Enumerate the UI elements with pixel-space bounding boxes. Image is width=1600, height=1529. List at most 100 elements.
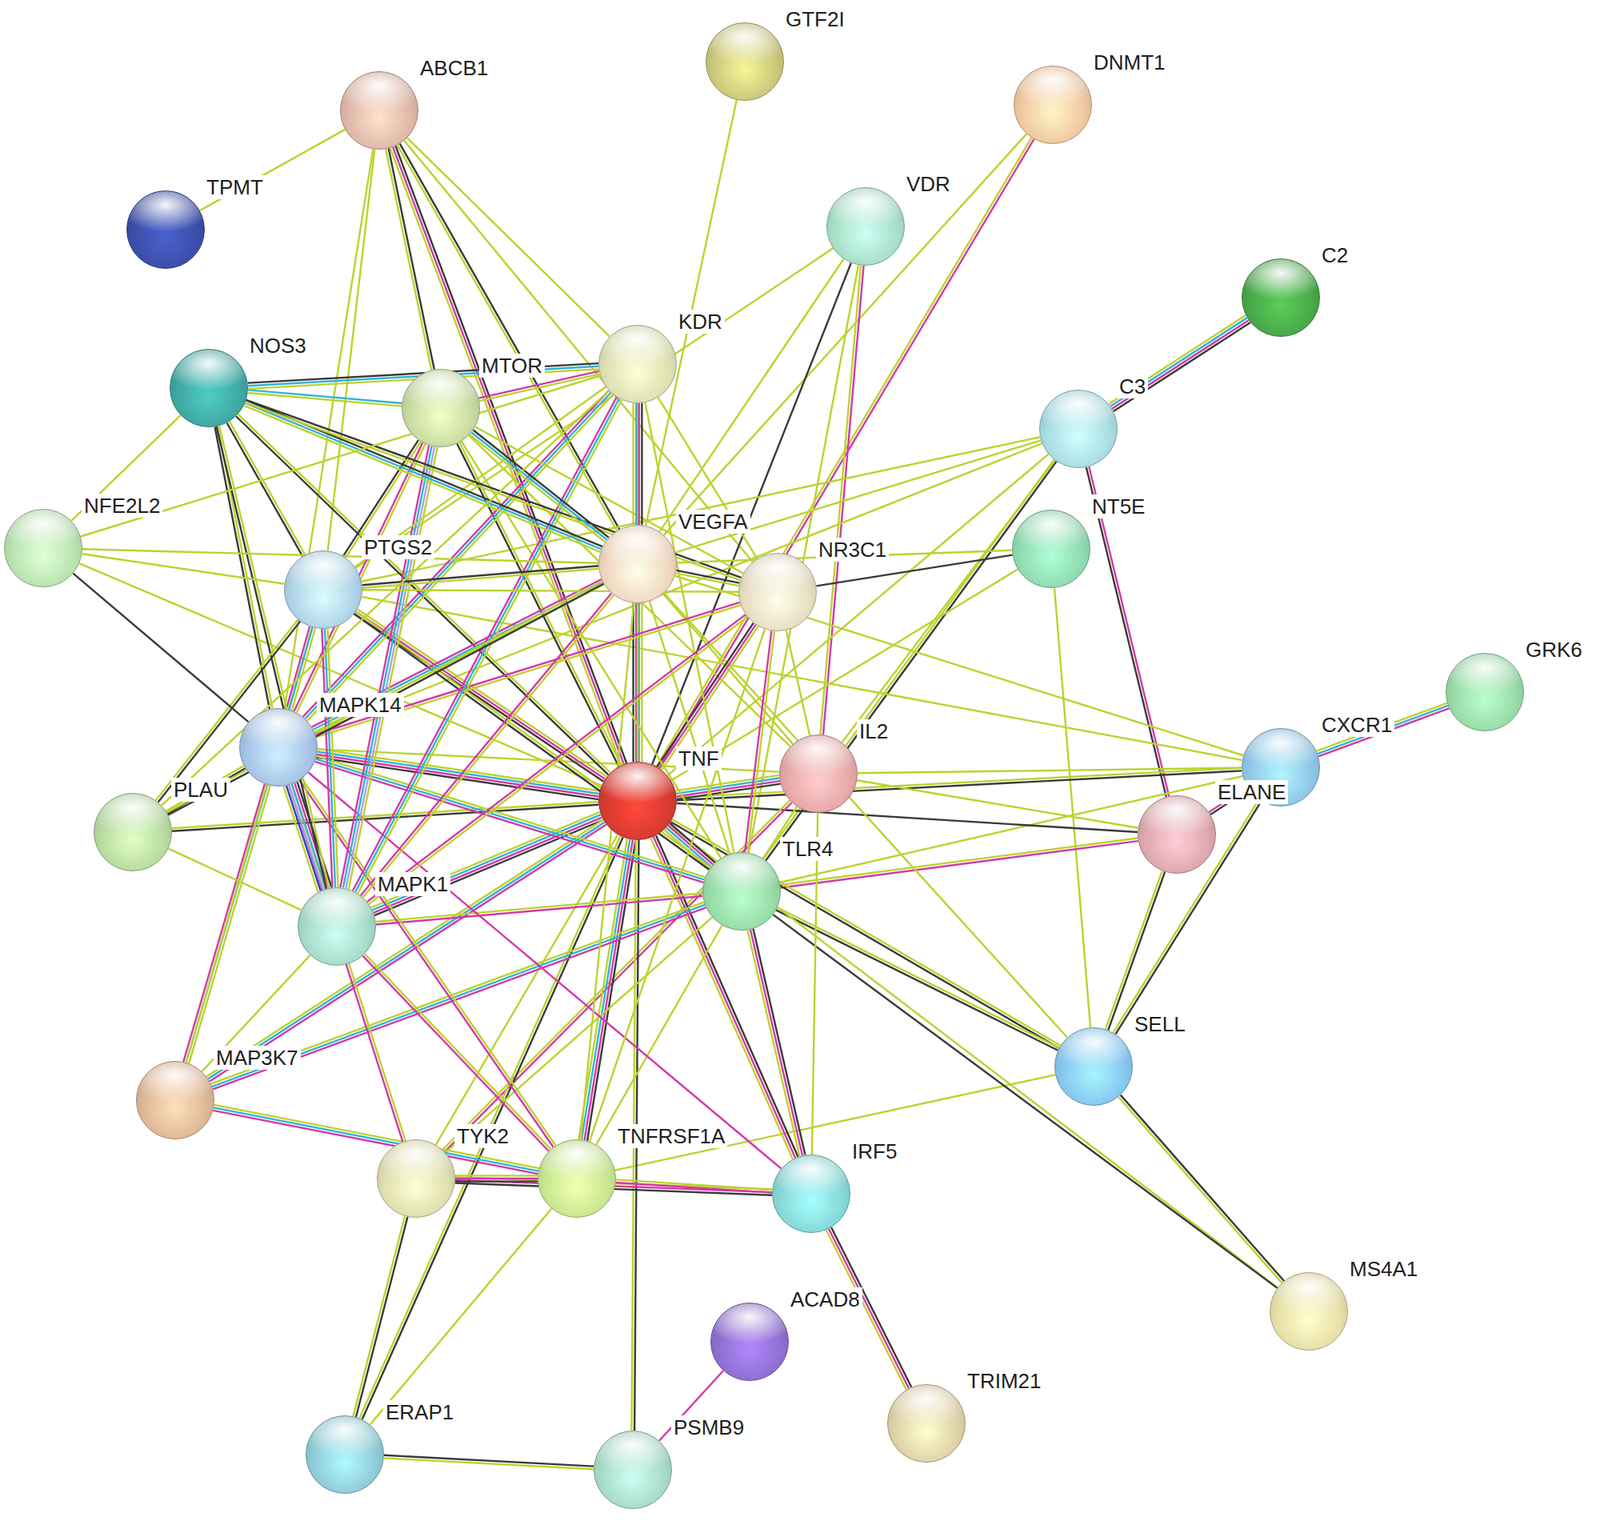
evidence-line xyxy=(653,836,796,1158)
protein-label: GTF2I xyxy=(783,7,848,32)
interaction-edge xyxy=(664,592,1068,1037)
evidence-line xyxy=(748,631,775,853)
protein-label: NOS3 xyxy=(247,333,309,358)
evidence-line xyxy=(765,461,1056,861)
interaction-edge xyxy=(168,848,301,911)
protein-node: VEGFA xyxy=(598,524,677,604)
evidence-line xyxy=(1113,322,1251,412)
interaction-edge xyxy=(469,430,609,543)
evidence-line xyxy=(72,573,248,723)
interaction-edge xyxy=(370,1208,552,1425)
interaction-edge xyxy=(668,824,1278,1288)
evidence-line xyxy=(286,626,310,709)
evidence-line xyxy=(615,1074,1056,1170)
protein-node: TYK2 xyxy=(376,1139,456,1218)
evidence-line xyxy=(1118,1096,1282,1283)
evidence-line xyxy=(308,772,782,1168)
protein-node: ABCB1 xyxy=(340,71,419,150)
interaction-edge xyxy=(776,907,1060,1051)
evidence-line xyxy=(650,837,792,1160)
interaction-edge xyxy=(81,553,284,584)
evidence-line xyxy=(473,430,609,538)
interaction-edge xyxy=(1316,703,1450,757)
interaction-edge xyxy=(580,603,634,1140)
interaction-edge xyxy=(656,623,759,771)
evidence-line xyxy=(772,914,1277,1288)
protein-label: ELANE xyxy=(1215,780,1288,804)
evidence-line xyxy=(667,454,1048,776)
protein-label: TNFRSF1A xyxy=(615,1124,728,1148)
evidence-line xyxy=(201,955,310,1072)
protein-node: NFE2L2 xyxy=(4,508,83,588)
protein-label: TPMT xyxy=(204,175,266,200)
evidence-line xyxy=(362,956,548,1152)
evidence-line xyxy=(248,389,402,404)
interaction-edge xyxy=(675,775,780,800)
evidence-line xyxy=(640,403,643,526)
evidence-line xyxy=(750,929,803,1156)
evidence-line xyxy=(676,572,740,586)
evidence-line xyxy=(362,565,599,585)
interaction-edge xyxy=(371,812,604,916)
evidence-line xyxy=(227,422,304,556)
interaction-edge xyxy=(1108,315,1251,412)
evidence-line xyxy=(668,824,1278,1288)
evidence-line xyxy=(219,425,329,888)
protein-label: C3 xyxy=(1116,374,1148,399)
interaction-edge xyxy=(71,415,181,521)
evidence-line xyxy=(208,822,605,1080)
evidence-line xyxy=(371,812,600,908)
evidence-line xyxy=(229,421,306,556)
evidence-line xyxy=(209,824,607,1082)
protein-label: ERAP1 xyxy=(383,1400,456,1424)
evidence-line xyxy=(367,614,746,902)
protein-label: IRF5 xyxy=(849,1139,900,1164)
interaction-edge xyxy=(676,570,740,586)
evidence-line xyxy=(455,1180,538,1182)
evidence-line xyxy=(645,100,737,526)
evidence-line xyxy=(376,892,703,922)
evidence-line xyxy=(356,1216,408,1417)
interaction-edge xyxy=(664,823,716,869)
interaction-edge xyxy=(360,593,614,898)
interaction-edge xyxy=(166,580,604,815)
protein-node: PTGS2 xyxy=(284,550,363,629)
interaction-edge xyxy=(445,916,713,1152)
evidence-line xyxy=(328,628,339,888)
interaction-edge xyxy=(407,137,610,336)
interaction-edge xyxy=(308,772,782,1168)
interaction-edge xyxy=(763,460,1056,861)
evidence-line xyxy=(212,1110,538,1174)
evidence-line xyxy=(340,445,429,888)
protein-label: TYK2 xyxy=(454,1124,512,1148)
evidence-line xyxy=(635,403,637,525)
protein-label: GRK6 xyxy=(1523,637,1585,662)
evidence-line xyxy=(1088,466,1169,796)
evidence-line xyxy=(80,375,600,536)
protein-node: MS4A1 xyxy=(1269,1272,1348,1351)
interaction-edge xyxy=(436,834,618,1144)
evidence-line xyxy=(388,148,435,370)
evidence-line xyxy=(71,415,181,521)
interaction-edge xyxy=(362,565,600,588)
interaction-edge xyxy=(772,914,1277,1288)
protein-label: PTGS2 xyxy=(361,535,435,560)
evidence-line xyxy=(212,904,705,1087)
protein-node: ACAD8 xyxy=(710,1302,789,1381)
protein-label: DNMT1 xyxy=(1091,50,1168,75)
evidence-line xyxy=(1108,315,1246,404)
evidence-line xyxy=(675,440,1041,552)
protein-node: TNF xyxy=(598,761,677,840)
protein-label: VEGFA xyxy=(676,509,751,534)
evidence-line xyxy=(212,907,706,1089)
protein-label: CXCR1 xyxy=(1319,712,1395,737)
evidence-line xyxy=(763,460,1054,860)
protein-node: IRF5 xyxy=(772,1154,851,1233)
evidence-line xyxy=(214,1104,540,1168)
interaction-edge xyxy=(456,442,621,767)
evidence-line xyxy=(316,756,706,877)
evidence-line xyxy=(638,403,640,525)
interaction-edge xyxy=(211,902,707,1090)
evidence-line xyxy=(283,786,318,892)
protein-node: NOS3 xyxy=(169,348,248,428)
